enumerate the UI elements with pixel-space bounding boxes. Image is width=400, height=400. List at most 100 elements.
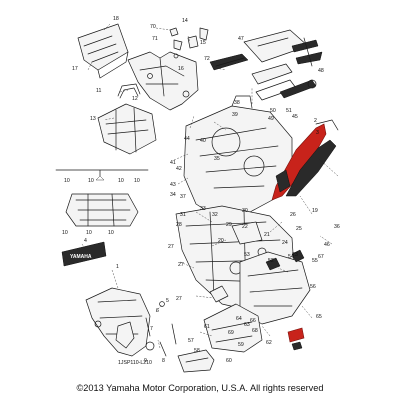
- part-callout-65: 65: [316, 314, 322, 320]
- fender-bolts-part: [94, 301, 177, 357]
- small-clips-part: [169, 27, 209, 59]
- part-callout-44: 44: [184, 136, 190, 142]
- part-callout-6: 6: [156, 308, 159, 314]
- diagram-reference-code: 1JSP110-L210: [118, 360, 152, 366]
- part-callout-68: 68: [252, 328, 258, 334]
- part-callout-48: 48: [318, 68, 324, 74]
- part-callout-28: 28: [176, 222, 182, 228]
- part-callout-67: 67: [318, 254, 324, 260]
- part-callout-49: 49: [268, 116, 274, 122]
- part-callout-43: 43: [170, 182, 176, 188]
- part-callout-39: 39: [232, 112, 238, 118]
- part-callout-23: 23: [292, 252, 298, 258]
- part-callout-63: 63: [244, 322, 250, 328]
- part-callout-42: 42: [176, 166, 182, 172]
- part-callout-27: 27: [176, 296, 182, 302]
- part-callout-38: 38: [234, 100, 240, 106]
- part-callout-10: 10: [86, 230, 92, 236]
- part-callout-4: 4: [84, 238, 87, 244]
- part-callout-9: 9: [144, 358, 147, 364]
- front-fender-part: [85, 287, 151, 357]
- part-callout-60: 60: [226, 358, 232, 364]
- part-callout-19: 19: [312, 208, 318, 214]
- part-callout-37: 37: [180, 194, 186, 200]
- part-callout-66: 66: [250, 318, 256, 324]
- part-callout-35: 35: [214, 156, 220, 162]
- part-callout-32: 32: [212, 212, 218, 218]
- part-callout-40: 40: [200, 138, 206, 144]
- license-bracket-part: [239, 249, 311, 325]
- part-callout-71: 71: [152, 36, 158, 42]
- seat-cover-part: [77, 23, 129, 79]
- part-callout-14: 14: [182, 18, 188, 24]
- lower-bracket-part: [203, 285, 263, 353]
- part-callout-12: 12: [132, 96, 138, 102]
- part-callout-7: 7: [150, 326, 153, 332]
- part-callout-10: 10: [64, 178, 70, 184]
- part-callout-61: 61: [204, 324, 210, 330]
- part-callout-50: 50: [270, 108, 276, 114]
- part-callout-51: 51: [286, 108, 292, 114]
- part-callout-24: 24: [282, 240, 288, 246]
- document-holder-part: [209, 29, 309, 101]
- part-callout-33: 33: [200, 206, 206, 212]
- inset-detail-box: [55, 169, 149, 227]
- part-callout-27: 27: [168, 244, 174, 250]
- part-callout-52: 52: [268, 258, 274, 264]
- part-callout-57: 57: [188, 338, 194, 344]
- part-callout-15: 15: [200, 40, 206, 46]
- undertray-part: [97, 103, 157, 155]
- part-callout-55: 55: [312, 258, 318, 264]
- part-callout-31: 31: [180, 212, 186, 218]
- part-callout-10: 10: [62, 230, 68, 236]
- part-callout-72: 72: [204, 56, 210, 62]
- part-callout-21: 21: [264, 232, 270, 238]
- part-callout-10: 10: [134, 178, 140, 184]
- part-callout-46: 46: [324, 242, 330, 248]
- part-callout-10: 10: [118, 178, 124, 184]
- part-callout-41: 41: [170, 160, 176, 166]
- part-callout-3: 3: [316, 130, 319, 136]
- part-callout-8: 8: [162, 358, 165, 364]
- part-callout-18: 18: [113, 16, 119, 22]
- tail-bracket-part: [127, 51, 199, 111]
- part-callout-10: 10: [108, 230, 114, 236]
- part-callout-13: 13: [90, 116, 96, 122]
- reflector-part: [287, 327, 305, 351]
- part-callout-20: 20: [218, 238, 224, 244]
- part-callout-64: 64: [236, 316, 242, 322]
- part-callout-17: 17: [72, 66, 78, 72]
- part-callout-53: 53: [244, 252, 250, 258]
- part-callout-69: 69: [228, 330, 234, 336]
- copyright-notice: ©2013 Yamaha Motor Corporation, U.S.A. A…: [76, 383, 324, 393]
- part-callout-27: 27: [178, 262, 184, 268]
- part-callout-62: 62: [266, 340, 272, 346]
- part-callout-45: 45: [292, 114, 298, 120]
- part-callout-56: 56: [310, 284, 316, 290]
- part-callout-2: 2: [314, 118, 317, 124]
- part-callout-70: 70: [150, 24, 156, 30]
- part-callout-58: 58: [194, 348, 200, 354]
- part-callout-36: 36: [334, 224, 340, 230]
- part-callout-29: 29: [226, 222, 232, 228]
- leader-lines: [81, 23, 339, 349]
- part-callout-34: 34: [170, 192, 176, 198]
- part-callout-54: 54: [288, 254, 294, 260]
- part-callout-11: 11: [96, 88, 101, 94]
- part-callout-47: 47: [238, 36, 244, 42]
- yamaha-decal: YAMAHA: [61, 241, 107, 267]
- footrest-link-part: [177, 349, 215, 373]
- side-cowl-part: [271, 119, 339, 201]
- part-callout-10: 10: [88, 178, 94, 184]
- part-callout-5: 5: [166, 298, 169, 304]
- grab-handle-part: [117, 83, 141, 99]
- tool-kit-part: [279, 37, 323, 99]
- part-callout-26: 26: [290, 212, 296, 218]
- part-callout-1: 1: [116, 264, 119, 270]
- part-callout-16: 16: [178, 66, 184, 72]
- part-callout-22: 22: [242, 224, 248, 230]
- part-callout-30: 30: [242, 208, 248, 214]
